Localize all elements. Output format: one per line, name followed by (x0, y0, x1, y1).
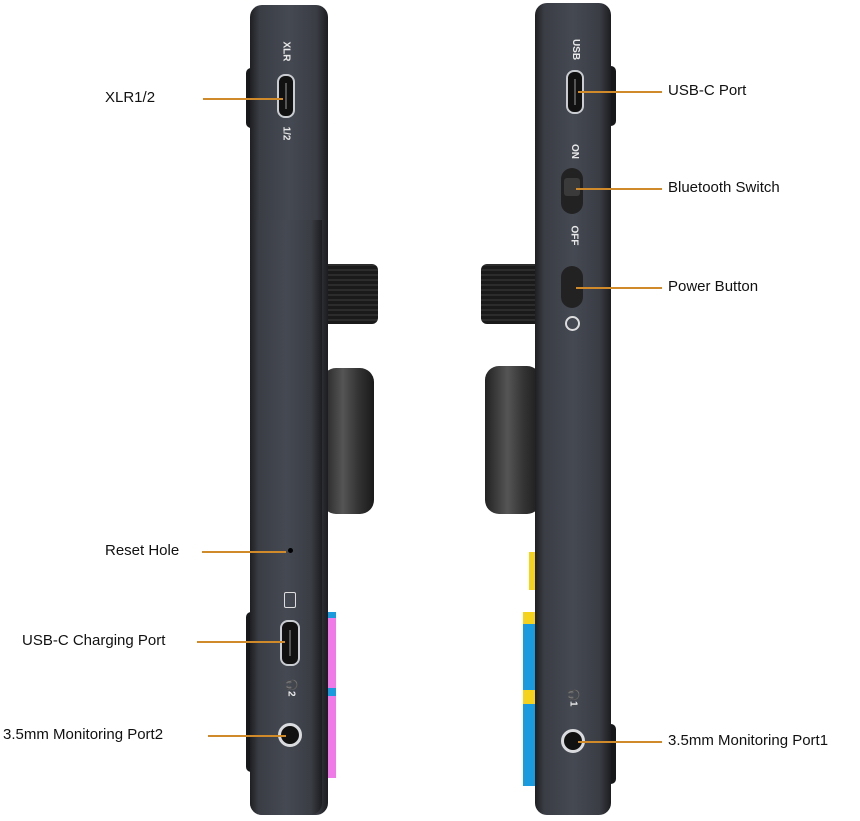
on-marking: ON (569, 144, 580, 159)
knob (322, 264, 378, 324)
callout-line-xlr (203, 98, 283, 100)
label-usb-c-charging: USB-C Charging Port (22, 632, 166, 649)
power-button[interactable] (561, 266, 583, 308)
xlr-channel-marking: 1/2 (280, 126, 292, 141)
callout-line-power (576, 287, 662, 289)
headphone1-marking: 🎧1 (567, 688, 579, 707)
xlr-port[interactable] (277, 74, 295, 118)
reset-hole[interactable] (288, 548, 293, 553)
power-icon (565, 316, 580, 331)
battery-icon (284, 592, 296, 608)
callout-line-usb-c (578, 91, 662, 93)
callout-line-charging (197, 641, 285, 643)
callout-line-reset (202, 551, 286, 553)
knob (481, 264, 541, 324)
label-reset-hole: Reset Hole (105, 542, 180, 559)
label-usb-c-port: USB-C Port (668, 82, 747, 99)
callout-line-port2 (208, 735, 286, 737)
callout-line-bluetooth (576, 188, 662, 190)
usb-c-charging-port[interactable] (280, 620, 300, 666)
off-marking: OFF (568, 225, 580, 246)
callout-line-port1 (578, 741, 662, 743)
usb-marking: USB (570, 38, 582, 61)
label-monitoring-port1: 3.5mm Monitoring Port1 (668, 732, 829, 749)
label-xlr: XLR1/2 (105, 89, 156, 106)
label-monitoring-port2: 3.5mm Monitoring Port2 (3, 726, 164, 743)
wheel (322, 368, 374, 514)
wheel (485, 366, 541, 514)
headphone2-marking: 🎧2 (285, 678, 297, 697)
xlr-marking: XLR (280, 41, 292, 62)
label-bluetooth-switch: Bluetooth Switch (668, 179, 780, 196)
label-power-button: Power Button (668, 278, 759, 295)
bluetooth-switch[interactable] (561, 168, 583, 214)
